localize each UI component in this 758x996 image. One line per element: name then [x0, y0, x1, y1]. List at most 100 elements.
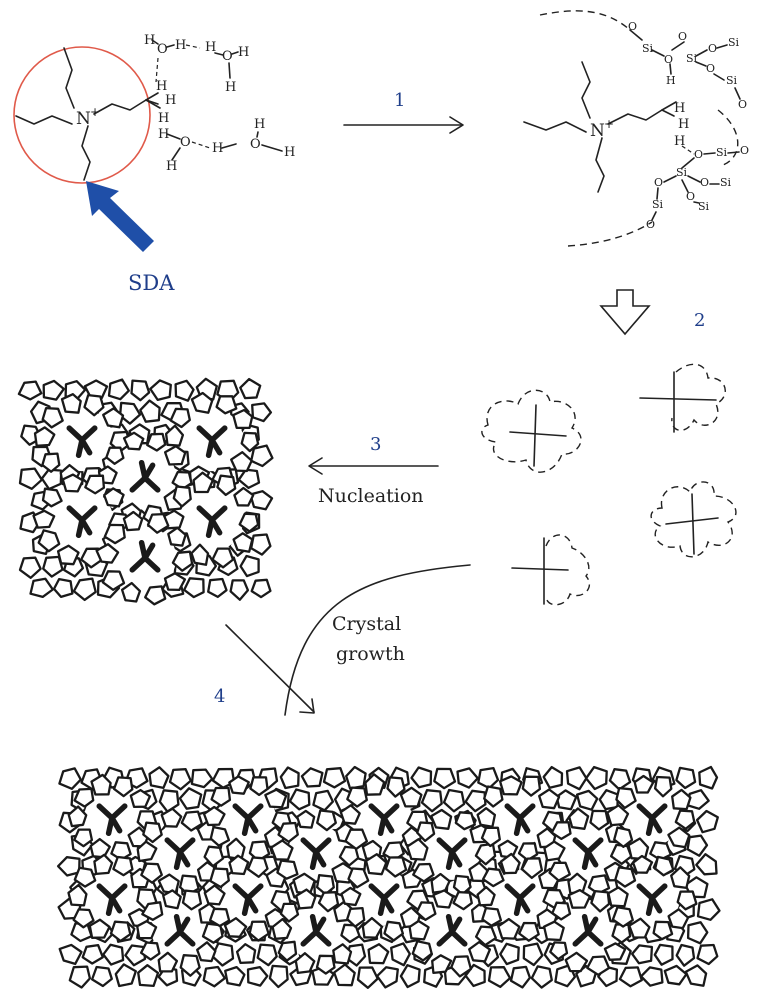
framework-ring — [474, 842, 497, 866]
crystal-growth-label-line2: growth — [336, 643, 405, 665]
si-atom: Si — [652, 198, 664, 211]
framework-ring — [239, 377, 262, 400]
framework-ring — [238, 512, 260, 533]
framework-ring — [210, 786, 232, 807]
tpa-cation: N + H H H — [15, 47, 176, 181]
framework-ring — [112, 776, 134, 798]
framework-ring — [140, 862, 163, 884]
occluded-sda-mark — [196, 425, 228, 459]
framework-ring — [518, 921, 540, 942]
framework-ring — [384, 856, 408, 878]
sda-highlight-circle — [13, 46, 151, 184]
framework-ring — [499, 942, 520, 966]
precursor-cluster — [650, 481, 737, 558]
framework-ring — [279, 766, 300, 790]
framework-ring — [292, 872, 316, 895]
framework-ring — [432, 889, 455, 909]
framework-ring — [481, 906, 503, 927]
framework-ring — [271, 917, 293, 940]
water-o: O — [222, 49, 233, 64]
framework-ring — [653, 775, 673, 798]
framework-ring — [41, 487, 63, 508]
water-o: O — [250, 137, 261, 152]
framework-ring — [178, 787, 203, 810]
framework-ring — [58, 943, 83, 966]
framework-ring — [456, 767, 479, 789]
framework-ring — [474, 925, 497, 947]
framework-ring — [141, 901, 164, 921]
framework-ring — [442, 788, 466, 813]
framework-ring — [58, 767, 82, 790]
framework-ring — [90, 773, 112, 796]
nucleation-label: Nucleation — [318, 485, 424, 507]
water-molecules: H O H H O H H H O H H H O H — [144, 33, 295, 174]
framework-ring — [67, 883, 88, 907]
framework-ring — [464, 789, 487, 813]
framework-ring — [565, 766, 588, 791]
framework-ring — [228, 775, 250, 795]
framework-ring — [589, 809, 610, 831]
si-atom: Si — [720, 176, 732, 189]
si-o: O — [628, 20, 637, 33]
crystal-growth-label-line1: Crystal — [332, 613, 401, 635]
framework-ring — [452, 890, 473, 911]
framework-ring — [42, 555, 64, 578]
framework-ring — [454, 811, 476, 831]
framework-ring — [190, 391, 214, 414]
si-atom: Si — [698, 200, 710, 213]
framework-ring — [687, 789, 710, 810]
framework-ring — [468, 861, 489, 883]
framework-ring — [521, 775, 542, 797]
framework-ring — [410, 766, 433, 789]
framework-ring — [542, 920, 565, 942]
occluded-sda-mark — [164, 837, 196, 871]
framework-ring — [67, 805, 88, 828]
framework-ring — [103, 487, 125, 508]
framework-ring — [420, 789, 443, 813]
framework-ring — [179, 954, 201, 977]
framework-ring — [667, 826, 691, 849]
framework-ring — [249, 776, 269, 797]
si-atom: Si — [676, 166, 688, 179]
framework-ring — [631, 854, 654, 874]
occluded-sda-mark — [504, 803, 536, 837]
sda-water-complex: N + H H H H O H H O H H H O H — [13, 33, 295, 184]
framework-ring — [399, 786, 423, 808]
framework-ring — [481, 867, 505, 888]
framework-ring — [555, 789, 578, 811]
methyl-hydrogen: H — [674, 134, 685, 149]
framework-ring — [499, 852, 521, 875]
framework-ring — [476, 885, 496, 907]
framework-ring — [338, 845, 360, 867]
framework-ring — [114, 963, 137, 988]
framework-ring — [548, 861, 571, 882]
occluded-sda-mark — [96, 803, 128, 837]
framework-ring — [698, 765, 719, 790]
framework-ring — [240, 431, 260, 453]
framework-ring — [430, 872, 451, 894]
framework-ring — [412, 862, 435, 883]
framework-ring — [196, 941, 217, 963]
framework-ring — [130, 379, 151, 402]
framework-ring — [251, 402, 273, 423]
framework-ring — [250, 533, 272, 556]
framework-ring — [390, 942, 411, 967]
framework-ring — [695, 853, 718, 876]
framework-ring — [522, 942, 544, 967]
framework-ring — [608, 768, 632, 791]
framework-ring — [477, 766, 500, 790]
framework-ring — [345, 765, 367, 790]
framework-ring — [654, 855, 675, 877]
framework-ring — [430, 808, 453, 830]
si-atom: Si — [642, 42, 654, 55]
water-h: H — [166, 159, 177, 174]
framework-ring — [520, 857, 544, 880]
framework-ring — [509, 965, 532, 989]
framework-ring — [487, 966, 512, 989]
framework-ring — [90, 965, 113, 988]
framework-ring — [72, 908, 95, 929]
framework-ring — [268, 964, 289, 989]
framework-ring — [567, 888, 592, 909]
framework-ring — [157, 873, 180, 895]
framework-ring — [575, 789, 599, 811]
